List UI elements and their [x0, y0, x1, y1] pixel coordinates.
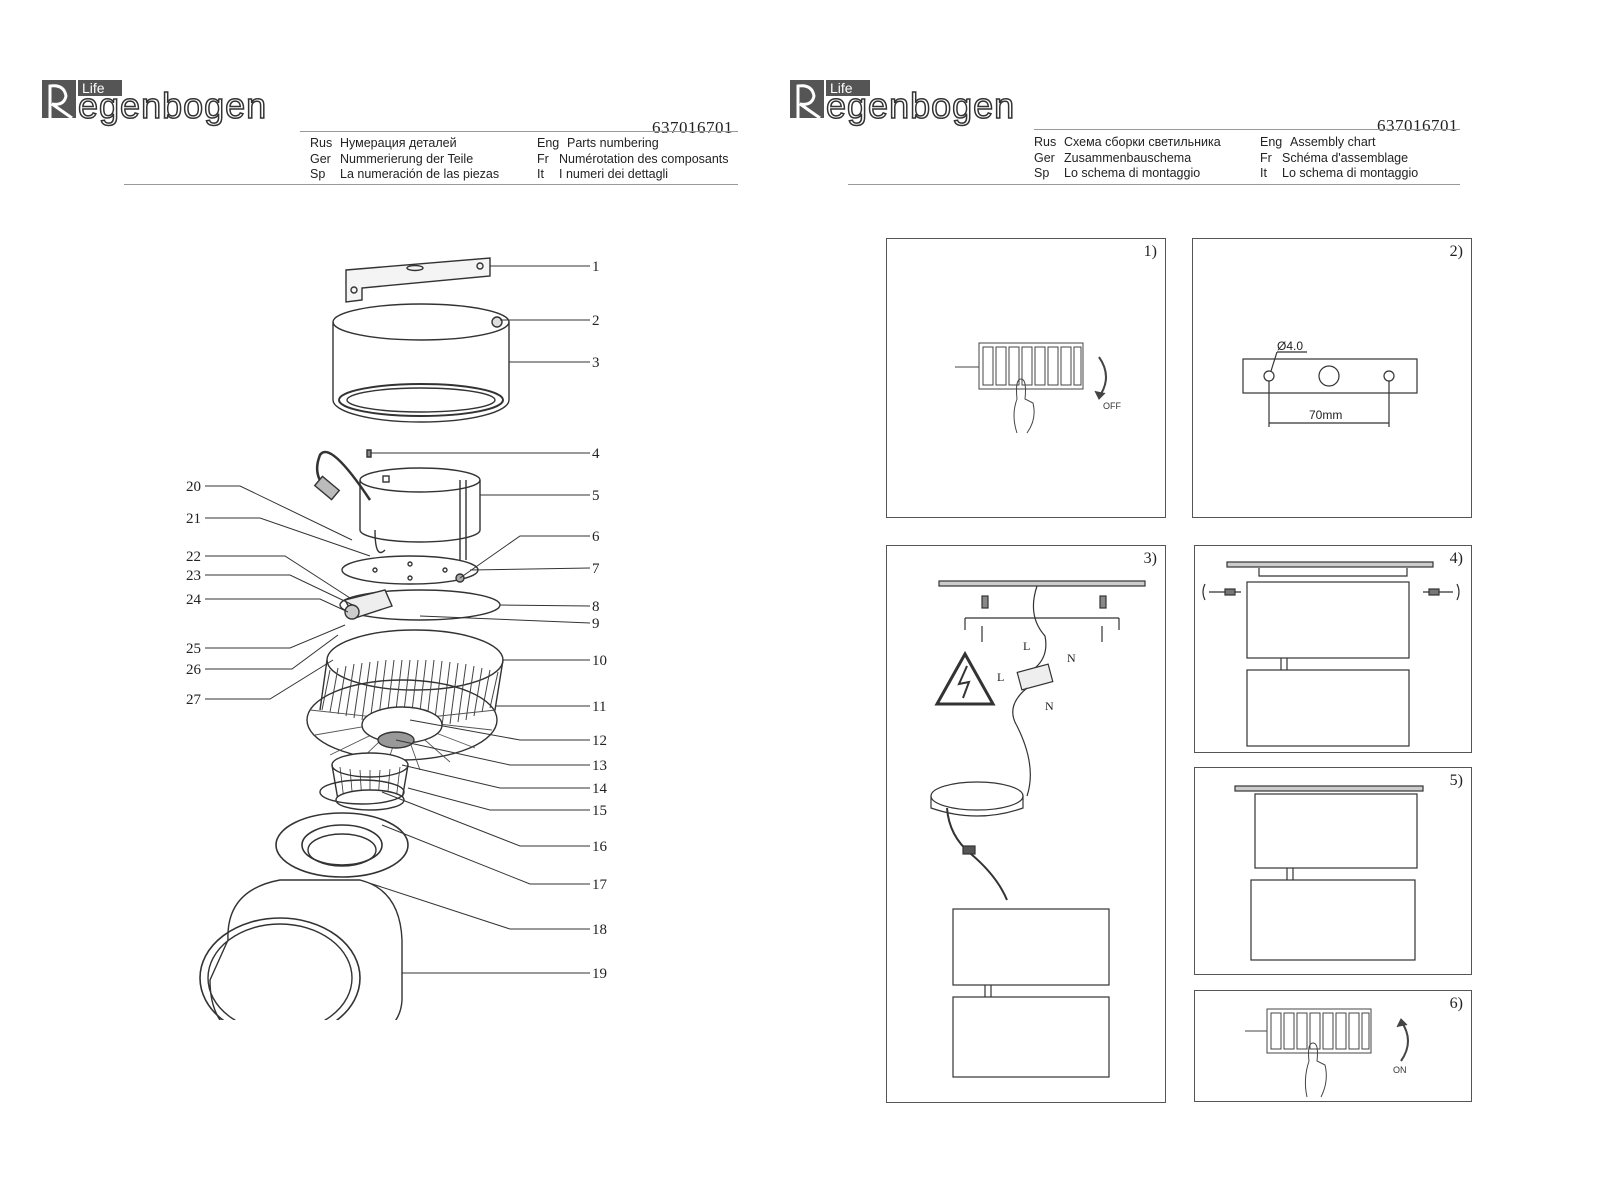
regenbogen-logo-right: Life egenbogen: [790, 78, 1060, 128]
step-3-label: 3): [1143, 550, 1157, 567]
step-2-panel: 2) Ø4.0 70mm: [1192, 238, 1472, 518]
step-3-panel: 3) L: [886, 545, 1166, 1103]
step-4-panel: 4): [1194, 545, 1472, 753]
header-divider-top: [300, 131, 738, 132]
callout-5: 5: [592, 488, 600, 504]
hole-distance-label: 70mm: [1309, 408, 1342, 422]
svg-text:Life: Life: [830, 80, 853, 96]
bracket-dimension-drawing: Ø4.0 70mm: [1242, 339, 1418, 427]
exploded-parts-svg: 1 2 3 4 5 6 7 8 9 10 11 12 13 14 15 16 1…: [186, 257, 608, 1041]
wire-n-label-top: N: [1067, 651, 1076, 665]
callout-17: 17: [592, 877, 608, 893]
step-6-panel: 6) ON: [1194, 990, 1472, 1102]
wire-l-label-top: L: [1023, 639, 1030, 653]
callout-2: 2: [592, 313, 600, 329]
callout-14: 14: [592, 781, 608, 797]
callout-12: 12: [592, 733, 607, 749]
callout-10: 10: [592, 653, 607, 669]
wire-n-label: N: [1045, 699, 1054, 713]
callout-13: 13: [592, 758, 607, 774]
mounted-fixture-drawing: [1234, 785, 1424, 961]
callout-4: 4: [592, 446, 600, 462]
svg-text:egenbogen: egenbogen: [78, 85, 267, 126]
callout-16: 16: [592, 839, 608, 855]
step-2-label: 2): [1449, 243, 1463, 260]
header-divider-bottom-right: [848, 184, 1460, 185]
callout-23: 23: [186, 568, 201, 584]
callout-20: 20: [186, 479, 201, 495]
step-4-label: 4): [1449, 550, 1463, 567]
callout-26: 26: [186, 662, 202, 678]
wire-l-label: L: [997, 670, 1004, 684]
callout-6: 6: [592, 529, 600, 545]
terminal-block-on-drawing: ON: [1245, 1008, 1409, 1098]
regenbogen-logo: Life egenbogen: [42, 78, 312, 128]
callout-25: 25: [186, 641, 201, 657]
mounting-drawing: [1202, 561, 1460, 747]
step-5-panel: 5): [1194, 767, 1472, 975]
callout-21: 21: [186, 511, 201, 527]
switch-off-label: OFF: [1103, 401, 1121, 411]
callout-1: 1: [592, 259, 600, 275]
callout-8: 8: [592, 599, 600, 615]
callout-11: 11: [592, 699, 606, 715]
hole-diameter-label: Ø4.0: [1277, 339, 1303, 353]
doc-number: 637016701: [652, 118, 733, 137]
callout-19: 19: [592, 966, 607, 982]
callout-24: 24: [186, 592, 202, 608]
header-divider-top-right: [1034, 129, 1460, 130]
life-tag: Life: [82, 80, 105, 96]
header-divider-bottom: [124, 184, 738, 185]
svg-text:egenbogen: egenbogen: [826, 85, 1015, 126]
doc-number-right: 637016701: [1377, 116, 1458, 135]
callout-7: 7: [592, 561, 600, 577]
callout-3: 3: [592, 355, 600, 371]
switch-on-label: ON: [1393, 1065, 1407, 1075]
step-6-label: 6): [1449, 995, 1463, 1012]
exploded-parts-diagram: 1 2 3 4 5 6 7 8 9 10 11 12 13 14 15 16 1…: [170, 240, 670, 1041]
terminal-block-off-drawing: OFF: [955, 342, 1121, 434]
callout-9: 9: [592, 616, 600, 632]
step-1-panel: 1) OFF: [886, 238, 1166, 518]
callout-27: 27: [186, 692, 202, 708]
wiring-drawing: L N L N: [930, 580, 1146, 1078]
callout-22: 22: [186, 549, 201, 565]
callout-18: 18: [592, 922, 607, 938]
callout-15: 15: [592, 803, 607, 819]
step-5-label: 5): [1449, 772, 1463, 789]
step-1-label: 1): [1143, 243, 1157, 260]
